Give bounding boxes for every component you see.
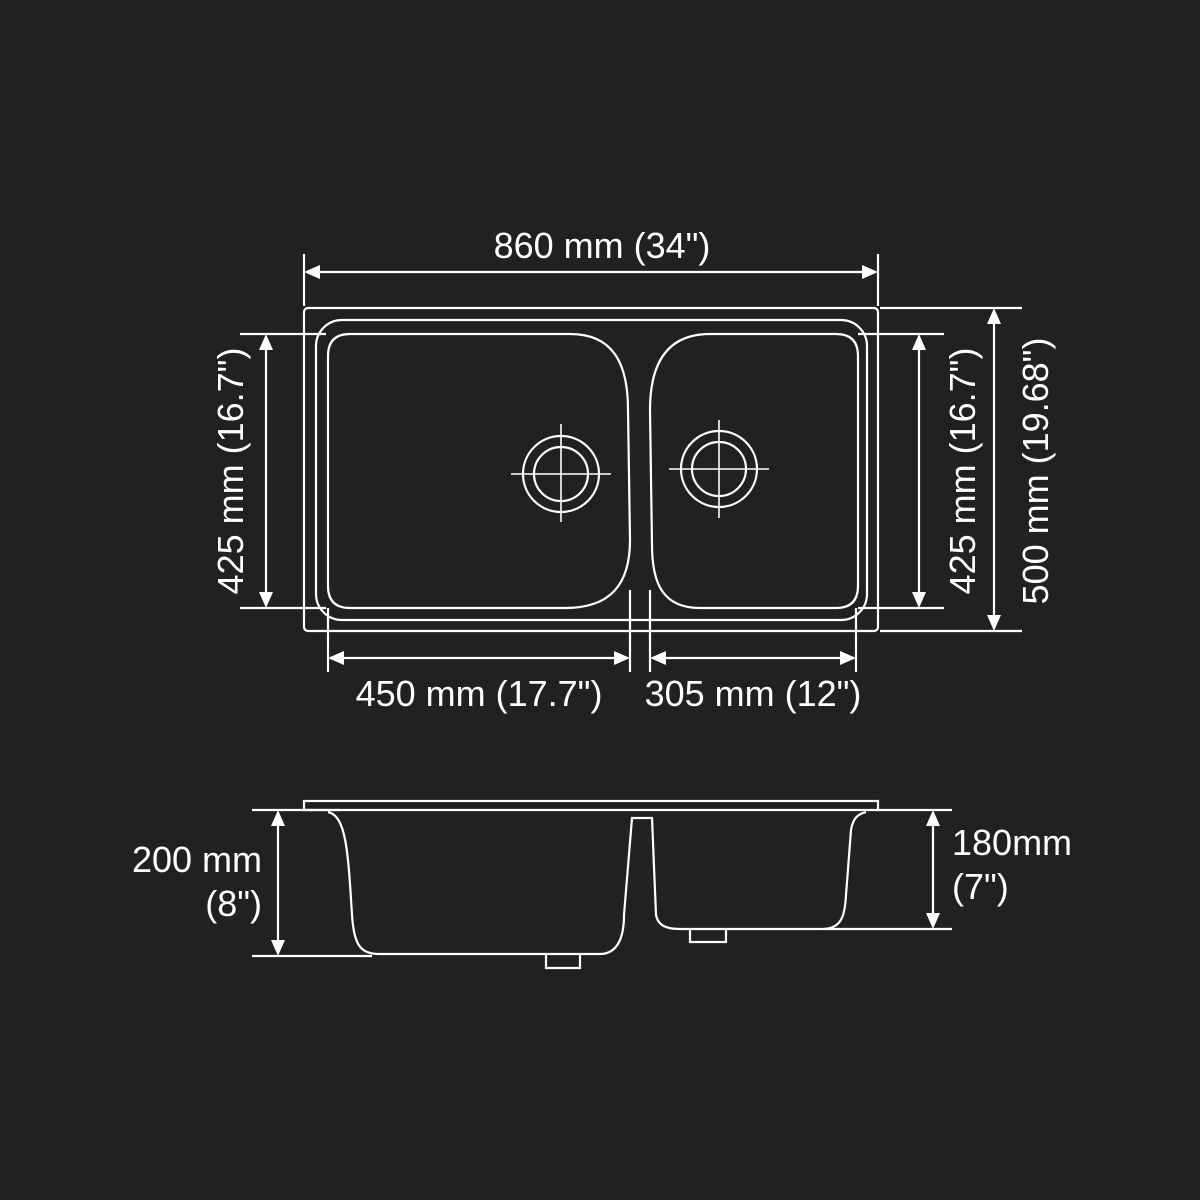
left-bowl-depth-dimension: 425 mm (16.7") <box>210 332 326 610</box>
left-bowl-width-label: 450 mm (17.7") <box>356 673 603 714</box>
top-view: 860 mm (34") 425 mm (16.7") 425 mm (16.7… <box>210 225 1056 714</box>
sink-outer-rim <box>302 306 880 633</box>
left-depth-in-label: (8") <box>205 883 262 924</box>
left-bowl-width-dimension: 450 mm (17.7") <box>326 590 632 714</box>
side-rim <box>302 799 880 812</box>
left-depth-mm-label: 200 mm <box>132 839 262 880</box>
left-drain-icon <box>511 424 611 522</box>
sink-inner-flange <box>314 318 869 622</box>
right-bowl-outline <box>648 332 860 610</box>
overall-depth-dimension: 500 mm (19.68") <box>880 306 1056 633</box>
right-bowl-depth-dimension: 425 mm (16.7") <box>858 332 983 610</box>
right-depth-mm-label: 180mm <box>952 822 1072 863</box>
right-depth-in-label: (7") <box>952 866 1009 907</box>
right-depth-dimension: 180mm (7") <box>824 808 1072 931</box>
right-bowl-width-label: 305 mm (12") <box>645 673 862 714</box>
right-bowl-width-dimension: 305 mm (12") <box>645 590 862 714</box>
right-bowl-depth-label: 425 mm (16.7") <box>942 348 983 595</box>
overall-width-dimension: 860 mm (34") <box>302 225 880 306</box>
right-drain-icon <box>669 420 769 518</box>
side-view: 200 mm (8") 180mm (7") <box>132 799 1072 970</box>
left-bowl-depth-label: 425 mm (16.7") <box>210 348 251 595</box>
overall-width-label: 860 mm (34") <box>494 225 711 266</box>
left-bowl-profile <box>327 810 867 956</box>
left-drain-stub <box>544 954 582 970</box>
left-depth-dimension: 200 mm (8") <box>132 808 372 958</box>
left-bowl-outline <box>326 332 632 610</box>
right-drain-stub <box>688 929 728 944</box>
overall-depth-label: 500 mm (19.68") <box>1015 338 1056 605</box>
